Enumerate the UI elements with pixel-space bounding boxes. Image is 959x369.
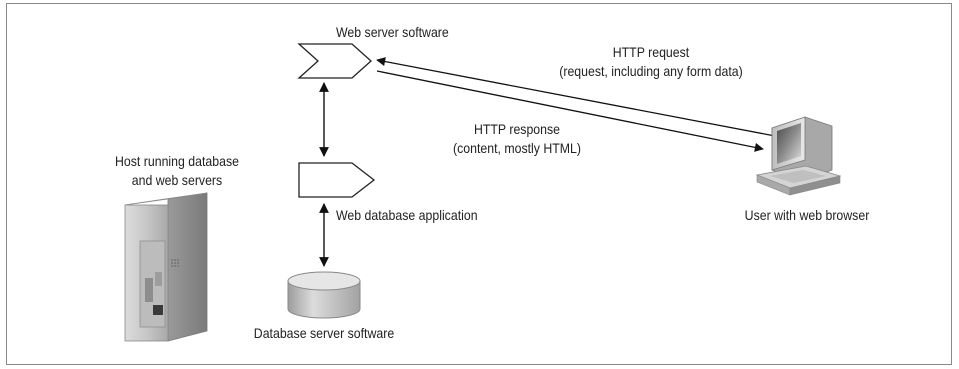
web-database-application-label: Web database application xyxy=(336,207,478,223)
database-cylinder-icon xyxy=(287,271,361,319)
host-label-line2: and web servers xyxy=(131,172,223,188)
http-response-arrow xyxy=(376,70,764,152)
http-request-label: HTTP request xyxy=(612,44,690,60)
host-label-line1: Host running database xyxy=(115,153,239,169)
http-response-detail-label: (content, mostly HTML) xyxy=(452,140,582,156)
web-server-software-shape xyxy=(297,43,372,79)
user-with-browser-label: User with web browser xyxy=(744,207,870,223)
computer-icon xyxy=(755,116,842,196)
web-database-application-shape xyxy=(298,162,376,198)
http-request-detail-label: (request, including any form data) xyxy=(559,63,743,79)
http-response-label: HTTP response xyxy=(473,121,561,137)
database-server-software-label: Database server software xyxy=(253,325,395,341)
host-server-icon xyxy=(124,192,208,342)
http-request-arrow xyxy=(376,57,776,137)
web-server-software-label: Web server software xyxy=(336,24,449,40)
